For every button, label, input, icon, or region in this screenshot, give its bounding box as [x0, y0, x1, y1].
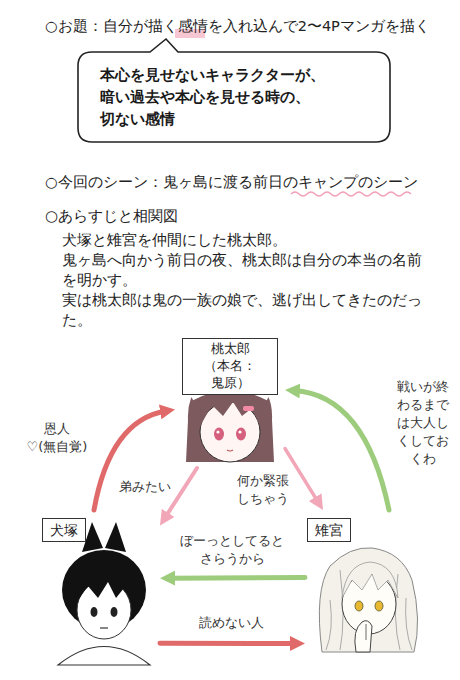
inuzuka-portrait: [58, 522, 150, 665]
synopsis-block: 犬塚と雉宮を仲間にした桃太郎。鬼ヶ島へ向かう前日の夜、桃太郎は自分の本当の名前を…: [62, 230, 424, 330]
relation-label: 弟みたい: [116, 478, 174, 496]
relation-arrow: [94, 411, 166, 510]
section-heading: ○あらすじと相関図: [45, 206, 178, 226]
synopsis-sentence: 鬼ヶ島へ向かう前日の夜、桃太郎は自分の本当の名前を明かす。: [62, 250, 424, 290]
relation-arrow: [160, 641, 296, 646]
synopsis-sentence: 犬塚と雉宮を仲間にした桃太郎。: [62, 230, 424, 250]
scene-line: ○今回のシーン：鬼ヶ島に渡る前日のキャンプのシーン: [45, 172, 418, 192]
relation-label: 読めない人: [188, 614, 274, 632]
assignment-line: ○お題：自分が描く感情を入れ込んで2〜4Pマンガを描く: [45, 16, 430, 36]
relation-label: ぼーっとしてるとさらうから: [174, 532, 290, 568]
relation-label: 何か緊張しちゃう: [234, 472, 292, 508]
character-node: 犬塚: [40, 510, 160, 665]
relation-label: 戦いが終わるまでは大人しくしておくわ: [392, 378, 454, 468]
name-tag: 桃太郎 （本名：鬼原）: [182, 338, 278, 395]
relation-label: 恩人 ♡(無自覚): [18, 420, 96, 456]
relation-arrow: [294, 391, 389, 510]
character-node: 桃太郎 （本名：鬼原）: [175, 338, 285, 468]
kijimiya-portrait: [319, 548, 417, 652]
name-tag: 雉宮: [307, 518, 351, 542]
bubble-text: 本心を見せないキャラクターが、 暗い過去や本心を見せる時の、 切ない感情: [78, 52, 390, 142]
synopsis-sentence: 実は桃太郎は鬼の一族の娘で、逃げ出してきたのだった。: [62, 290, 424, 330]
relation-arrow: [285, 449, 318, 503]
wavy-underline: [291, 192, 411, 196]
speech-bubble: 本心を見せないキャラクターが、 暗い過去や本心を見せる時の、 切ない感情: [78, 52, 390, 142]
relation-arrow: [169, 575, 305, 581]
character-node: 雉宮: [305, 510, 425, 660]
name-tag: 犬塚: [42, 518, 86, 542]
